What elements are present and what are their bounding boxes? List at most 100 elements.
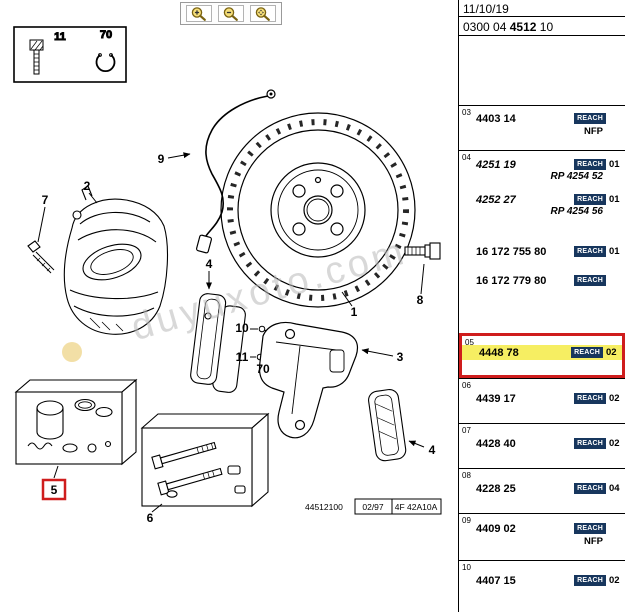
part-number[interactable]: 4439 17 [476,392,516,405]
reference-main: 4512 [509,20,537,34]
selected-callout-box [41,478,67,501]
outer-pad-drawing [368,388,407,462]
reach-badge[interactable]: REACH [574,393,606,404]
quantity: 02 [609,438,620,449]
parts-row-09[interactable]: 09 4409 02 REACH NFP [459,513,625,560]
row-index: 10 [462,563,471,572]
reference-suffix: 10 [539,20,554,34]
callout-8[interactable]: 8 [417,293,424,307]
reference-header: 0300 04 4512 10 [459,17,625,36]
inset-label-11[interactable]: 11 [54,31,67,44]
header-spacer [459,36,625,105]
row-index: 09 [462,516,471,525]
reach-badge[interactable]: REACH [574,575,606,586]
magnifier-plus-icon [191,6,206,21]
carrier-bracket-drawing [258,321,359,439]
inset-label-70[interactable]: 70 [99,29,112,42]
availability-note: NFP [584,536,603,547]
parts-list-panel: 11/10/19 0300 04 4512 10 03 4403 14 REAC… [458,0,625,612]
seal-kit-drawing [14,378,138,466]
part-number[interactable]: 4403 14 [476,112,516,125]
callout-5[interactable]: 5 [51,483,58,497]
quantity: 04 [609,483,620,494]
replacement-part: RP 4254 56 [550,206,603,217]
reach-badge[interactable]: REACH [574,246,606,257]
reach-badge[interactable]: REACH [574,113,606,124]
row-index: 06 [462,381,471,390]
row-index: 07 [462,426,471,435]
wear-sensor-drawing [195,89,276,254]
zoom-area-button[interactable] [250,5,276,22]
parts-row-05-selected[interactable]: 05 4448 78 REACH 02 [459,333,625,378]
parts-diagram: 11 70 7 2 9 4 1 8 3 4 10 [13,26,442,525]
reach-badge[interactable]: REACH [574,523,606,534]
replacement-part: RP 4254 52 [550,171,603,182]
zoom-in-button[interactable] [186,5,212,22]
zoom-toolbar [180,2,282,25]
row-index: 03 [462,108,471,117]
callout-2[interactable]: 2 [84,179,91,193]
reach-badge[interactable]: REACH [574,194,606,205]
row-index: 05 [465,338,474,347]
diagram-footer: 44512100 02/97 4F 42A10A [305,498,442,515]
availability-note: NFP [584,126,603,137]
reach-badge[interactable]: REACH [574,438,606,449]
quantity: 02 [609,393,620,404]
part-number[interactable]: 4407 15 [476,574,516,587]
date-header: 11/10/19 [459,0,625,17]
mounting-bolt-drawing [404,242,441,260]
quantity: 02 [606,347,617,358]
magnifier-minus-icon [223,6,238,21]
callout-4-outer[interactable]: 4 [429,443,436,457]
callout-70[interactable]: 70 [256,362,270,376]
quantity: 01 [609,159,620,170]
inner-pads-drawing [190,293,246,393]
callout-3[interactable]: 3 [397,350,404,364]
part-number[interactable]: 4428 40 [476,437,516,450]
part-number[interactable]: 4448 78 [479,346,519,359]
date-text: 11/10/19 [463,2,509,16]
reference-prefix: 0300 04 [463,20,507,34]
reach-badge[interactable]: REACH [574,483,606,494]
part-number[interactable]: 16 172 779 80 [476,274,547,287]
leader-lines [37,152,425,513]
guide-pin-kit-drawing [140,412,270,508]
row-index: 04 [462,153,471,162]
parts-row-06[interactable]: 06 4439 17 REACH 02 [459,378,625,423]
part-number[interactable]: 4409 02 [476,522,516,535]
parts-row-07[interactable]: 07 4428 40 REACH 02 [459,423,625,468]
clip-drawing [95,53,116,73]
part-number[interactable]: 4251 19 [476,158,516,171]
parts-row-04[interactable]: 04 4251 19 REACH 01 RP 4254 52 4252 27 R… [459,150,625,333]
diagram-footer-code: 44512100 [305,502,343,512]
reach-badge[interactable]: REACH [571,347,603,358]
socket-bolt-drawing [29,39,44,75]
quantity: 02 [609,575,620,586]
diagram-footer-ref: 4F 42A10A [395,502,438,512]
inset-detail-box: 11 70 [13,26,127,83]
callout-11[interactable]: 11 [236,350,249,364]
callout-10[interactable]: 10 [235,321,249,335]
quantity: 01 [609,194,620,205]
part-number[interactable]: 4252 27 [476,193,516,206]
part-number[interactable]: 16 172 755 80 [476,245,547,258]
parts-row-03[interactable]: 03 4403 14 REACH NFP [459,105,625,150]
callout-6[interactable]: 6 [147,511,154,525]
callout-1[interactable]: 1 [351,305,358,319]
caliper-drawing [63,185,169,335]
parts-row-08[interactable]: 08 4228 25 REACH 04 [459,468,625,513]
diagram-footer-date: 02/97 [362,502,384,512]
callout-4-inner[interactable]: 4 [206,257,213,271]
callout-7[interactable]: 7 [42,193,49,207]
quantity: 01 [609,246,620,257]
bleed-screw-drawing [27,240,55,274]
magnifier-move-icon [255,6,270,21]
zoom-out-button[interactable] [218,5,244,22]
callout-labels: 7 2 9 4 1 8 3 4 10 11 70 5 6 [42,152,436,525]
reach-badge[interactable]: REACH [574,275,606,286]
part-number[interactable]: 4228 25 [476,482,516,495]
callout-9[interactable]: 9 [158,152,165,166]
parts-row-10[interactable]: 10 4407 15 REACH 02 [459,560,625,612]
reach-badge[interactable]: REACH [574,159,606,170]
